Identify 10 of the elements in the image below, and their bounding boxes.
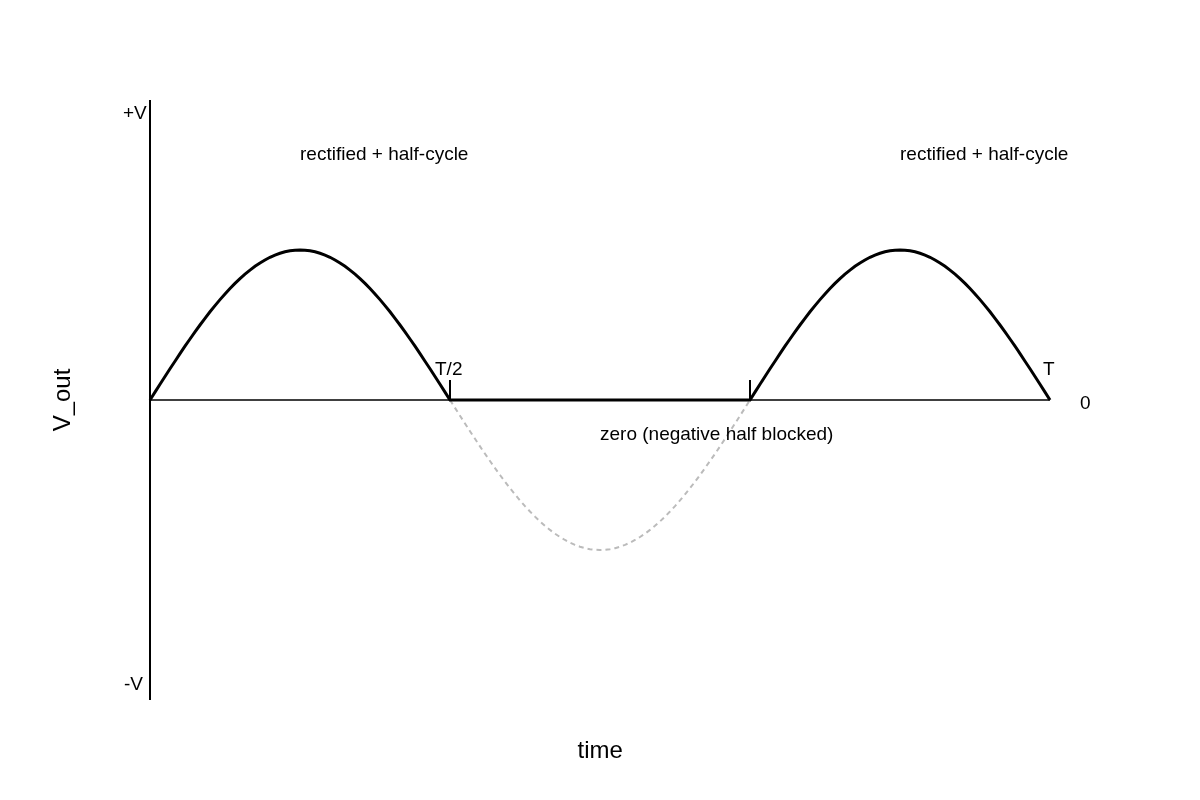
- axis-value-label: -V: [124, 673, 143, 693]
- axis-value-label: +V: [123, 102, 147, 122]
- annotation-text: rectified + half-cycle: [900, 143, 1069, 163]
- tick-label: T: [1043, 358, 1055, 378]
- annotation-text: rectified + half-cycle: [300, 143, 469, 163]
- axis-value-label: 0: [1080, 392, 1091, 412]
- axis-title: time: [577, 738, 623, 762]
- annotation-text: zero (negative half blocked): [600, 423, 834, 443]
- tick-label: T/2: [435, 358, 463, 378]
- axis-title: V_out: [49, 368, 74, 432]
